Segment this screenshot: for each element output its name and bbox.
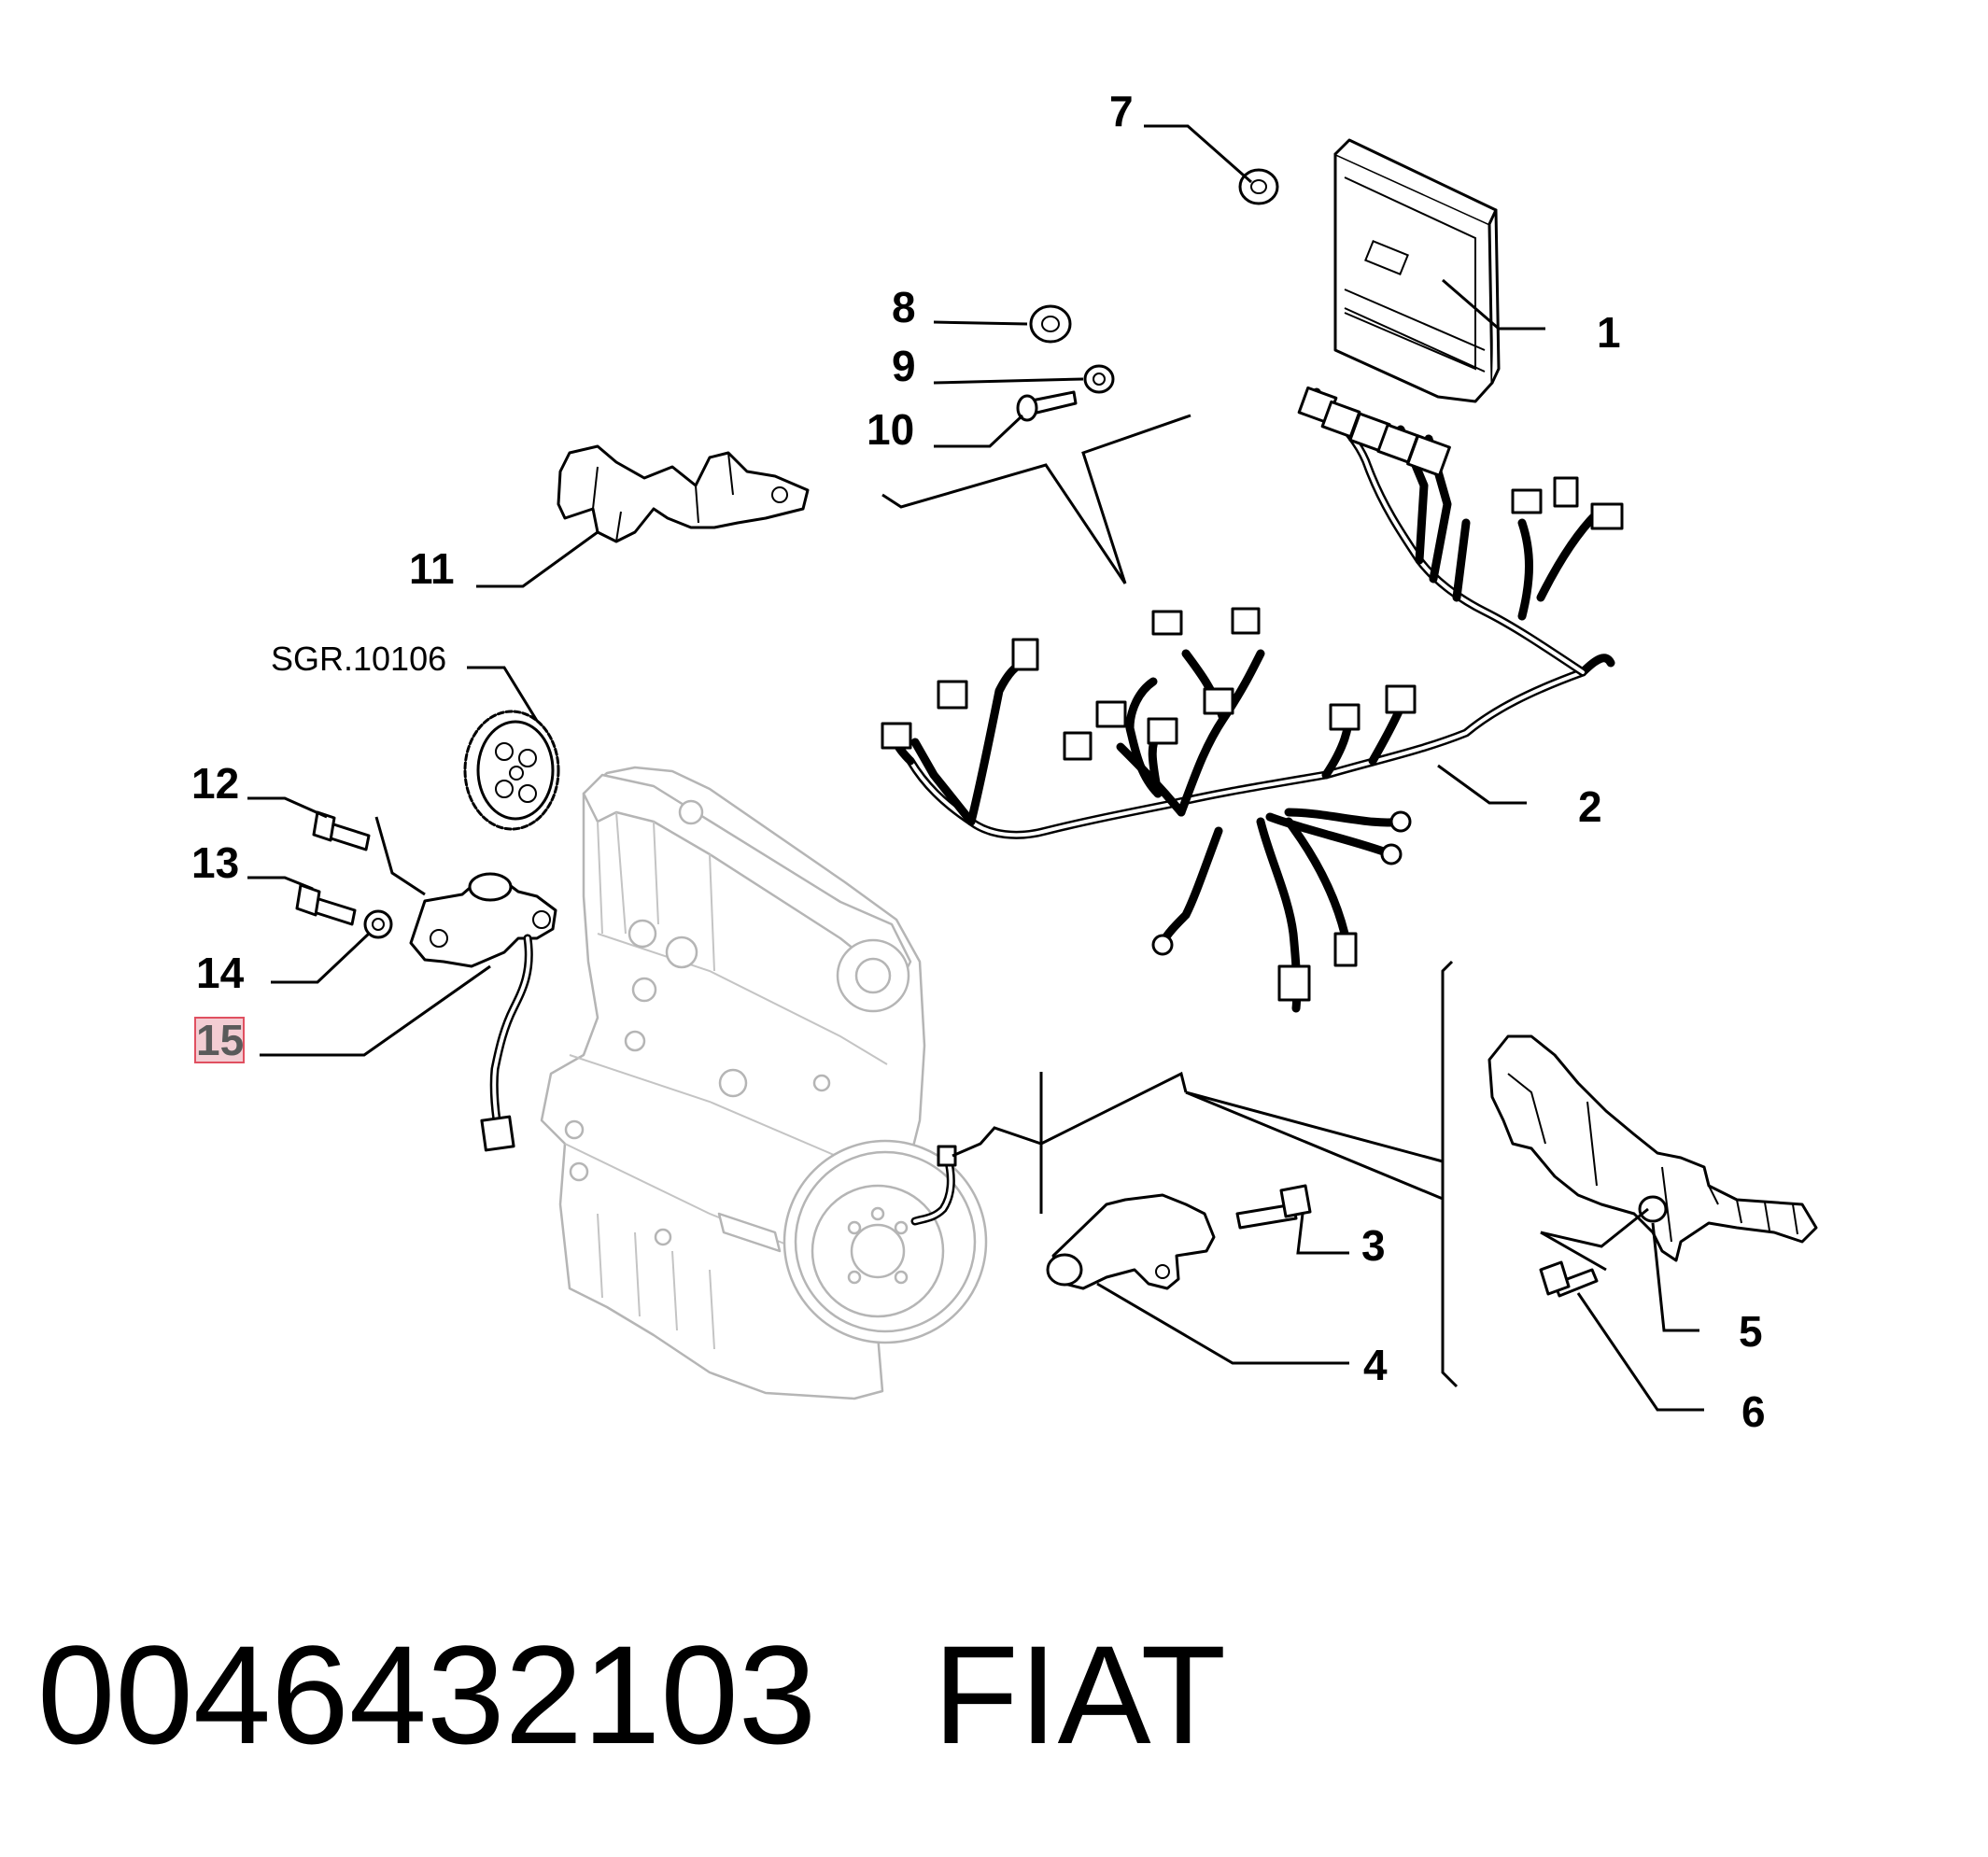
callout-13: 13 — [191, 838, 239, 887]
callout-2: 2 — [1578, 782, 1602, 831]
part-7-nut — [1238, 168, 1279, 205]
leader-lines — [247, 124, 1704, 1412]
callout-10: 10 — [867, 405, 914, 454]
part-3-screw — [1235, 1184, 1312, 1230]
callout-12: 12 — [191, 759, 239, 808]
brand-name: FIAT — [933, 1616, 1227, 1773]
part-4-sensor — [1046, 1193, 1216, 1290]
callout-15-highlight — [194, 1017, 245, 1063]
callout-5: 5 — [1739, 1307, 1763, 1356]
callout-4: 4 — [1363, 1341, 1388, 1389]
part-13-bolt — [295, 883, 357, 926]
part-12-bolt — [312, 810, 371, 851]
part-number-footer: 0046432103 FIAT — [37, 1625, 1226, 1765]
part-11-bracket — [557, 444, 810, 543]
callout-1: 1 — [1597, 308, 1621, 357]
callout-8: 8 — [892, 283, 916, 331]
callout-7: 7 — [1109, 87, 1134, 135]
part-10-screw — [1016, 390, 1078, 422]
part-number: 0046432103 — [37, 1616, 817, 1773]
part-15-sensor — [409, 872, 557, 1152]
part-14-washer — [363, 909, 393, 939]
callout-labels: 1 2 3 4 5 6 7 8 9 10 11 12 13 14 15 SGR.… — [191, 87, 1766, 1436]
callout-11: 11 — [409, 544, 455, 593]
callout-9: 9 — [892, 342, 916, 390]
part-9-washer — [1083, 364, 1115, 394]
engine-block — [540, 766, 988, 1400]
part-8-nut — [1029, 304, 1072, 344]
reference-sgr10106: SGR.10106 — [271, 640, 446, 678]
flywheel-sensor-cable — [910, 1145, 957, 1226]
part-2-wiring-harness — [881, 386, 1624, 1013]
callout-6: 6 — [1741, 1387, 1766, 1436]
part-1-ecu — [1333, 138, 1501, 403]
callout-15: 15 — [196, 1016, 244, 1064]
part-5-cover — [1487, 1034, 1818, 1262]
cam-gear-sgr10106 — [463, 710, 560, 831]
part-6-screw — [1539, 1260, 1599, 1298]
callout-14: 14 — [196, 949, 245, 997]
callout-3: 3 — [1361, 1221, 1386, 1270]
